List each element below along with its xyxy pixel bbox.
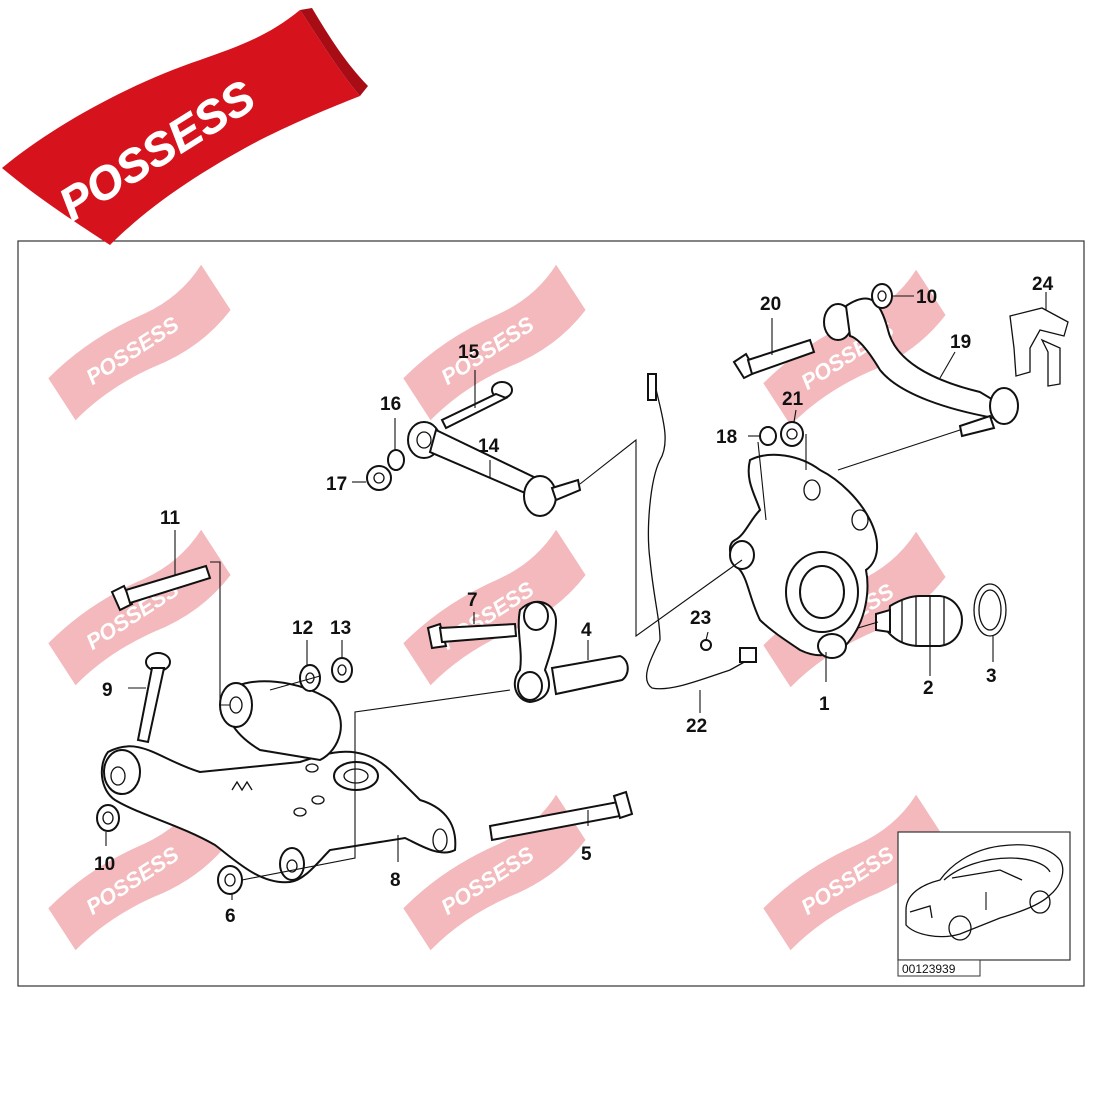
part-subframe — [100, 680, 457, 884]
callout-7: 7 — [467, 590, 478, 611]
callout-6: 6 — [225, 906, 236, 927]
part-bolt-15 — [440, 381, 513, 430]
callout-1: 1 — [819, 694, 830, 715]
part-sensor-cable-22 — [645, 373, 757, 690]
callout-12: 12 — [292, 618, 313, 639]
callout-8: 8 — [390, 870, 401, 891]
callout-20: 20 — [760, 294, 781, 315]
callout-4: 4 — [581, 620, 592, 641]
part-nut-17 — [366, 465, 392, 491]
part-bushing-10-upper — [871, 283, 893, 309]
part-wheel-carrier — [728, 453, 878, 659]
callout-2: 2 — [923, 678, 934, 699]
callout-18: 18 — [716, 427, 737, 448]
part-nut-13 — [331, 657, 353, 683]
callout-11: 11 — [160, 508, 181, 529]
part-boot-2 — [875, 595, 964, 647]
callout-14: 14 — [478, 436, 500, 457]
callout-15: 15 — [458, 342, 480, 363]
part-washer-16 — [387, 449, 405, 471]
part-nut-10-lower — [96, 804, 120, 832]
callout-21: 21 — [782, 389, 804, 410]
callout-19: 19 — [950, 332, 971, 353]
part-nut-6 — [217, 865, 243, 895]
reference-code: 00123939 — [902, 962, 956, 976]
part-nut-21 — [780, 421, 804, 447]
brand-banner: POSSESS — [2, 8, 368, 245]
callout-5: 5 — [581, 844, 592, 865]
callout-10-lower: 10 — [94, 854, 115, 875]
callout-24: 24 — [1032, 274, 1054, 295]
part-link-4 — [513, 600, 629, 704]
part-bolt-11 — [110, 564, 212, 612]
reference-code-box — [897, 959, 981, 977]
part-screw-23 — [700, 639, 712, 651]
callout-16: 16 — [380, 394, 401, 415]
callout-10-upper: 10 — [916, 287, 937, 308]
callout-22: 22 — [686, 716, 707, 737]
callout-13: 13 — [330, 618, 351, 639]
part-bracket-24 — [1009, 307, 1069, 387]
leader-lines — [105, 292, 1047, 900]
part-bolt-9 — [136, 652, 171, 744]
callout-3: 3 — [986, 666, 997, 687]
part-link-14 — [407, 421, 582, 517]
callout-23: 23 — [690, 608, 711, 629]
part-control-arm-19 — [823, 297, 1019, 438]
callout-9: 9 — [102, 680, 113, 701]
vehicle-thumbnail: 00123939 — [897, 831, 1071, 977]
callout-17: 17 — [326, 474, 347, 495]
part-bolt-20 — [732, 338, 816, 380]
part-washer-12 — [299, 664, 321, 692]
part-bolt-7 — [426, 622, 518, 650]
part-washer-18 — [759, 426, 777, 446]
part-circlip-3 — [973, 583, 1007, 637]
callout-labels: 1 2 3 4 5 6 7 8 9 10 10 11 12 13 14 15 1… — [94, 274, 1054, 927]
